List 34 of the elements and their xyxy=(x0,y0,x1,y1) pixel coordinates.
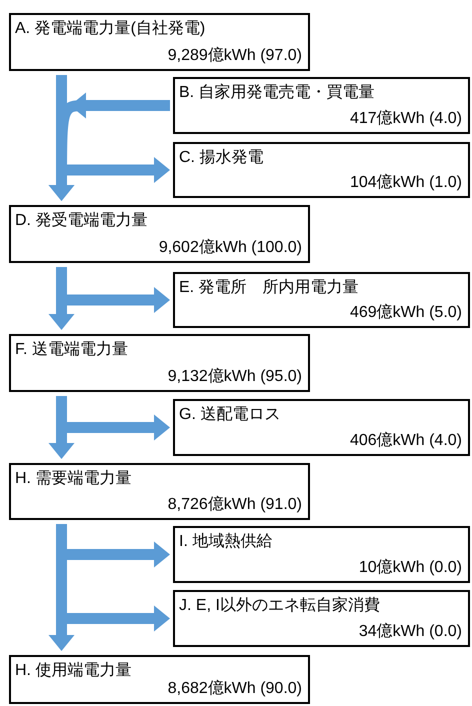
process-box xyxy=(9,463,310,520)
item-label: H. 需要端電力量 xyxy=(15,468,132,489)
process-box xyxy=(173,272,470,328)
value-label: 406億kWh (4.0) xyxy=(350,430,462,451)
process-box xyxy=(9,334,310,392)
item-label: E. 発電所 所内用電力量 xyxy=(179,278,359,298)
value-label: 9,289億kWh (97.0) xyxy=(168,46,302,66)
value-label: 10億kWh (0.0) xyxy=(358,558,462,578)
value-label: 417億kWh (4.0) xyxy=(350,108,462,129)
process-box xyxy=(173,142,470,198)
value-label: 9,132億kWh (95.0) xyxy=(168,366,302,387)
process-box xyxy=(9,655,310,704)
process-box xyxy=(173,399,470,456)
process-box xyxy=(173,590,470,647)
item-label: G. 送配電ロス xyxy=(179,405,280,425)
value-label: 34億kWh (0.0) xyxy=(358,622,462,642)
value-label: 8,682億kWh (90.0) xyxy=(168,678,302,699)
item-label: C. 揚水発電 xyxy=(179,148,264,168)
process-box xyxy=(173,77,470,134)
item-label: A. 発電端電力量(自社発電) xyxy=(15,18,206,39)
item-label: H. 使用端電力量 xyxy=(15,660,132,681)
value-label: 8,726億kWh (91.0) xyxy=(168,494,302,515)
item-label: B. 自家用発電売電・買電量 xyxy=(179,82,375,103)
item-label: D. 発受電端電力量 xyxy=(15,210,148,231)
value-label: 104億kWh (1.0) xyxy=(350,172,462,193)
value-label: 9,602億kWh (100.0) xyxy=(158,238,302,258)
item-label: J. E, I以外のエネ転自家消費 xyxy=(179,596,380,616)
process-box xyxy=(9,13,310,71)
value-label: 469億kWh (5.0) xyxy=(350,302,462,323)
process-box xyxy=(173,526,470,583)
block-arrow xyxy=(48,92,170,201)
item-label: F. 送電端電力量 xyxy=(15,340,128,360)
item-label: I. 地域熱供給 xyxy=(179,532,272,552)
process-box xyxy=(9,205,310,263)
